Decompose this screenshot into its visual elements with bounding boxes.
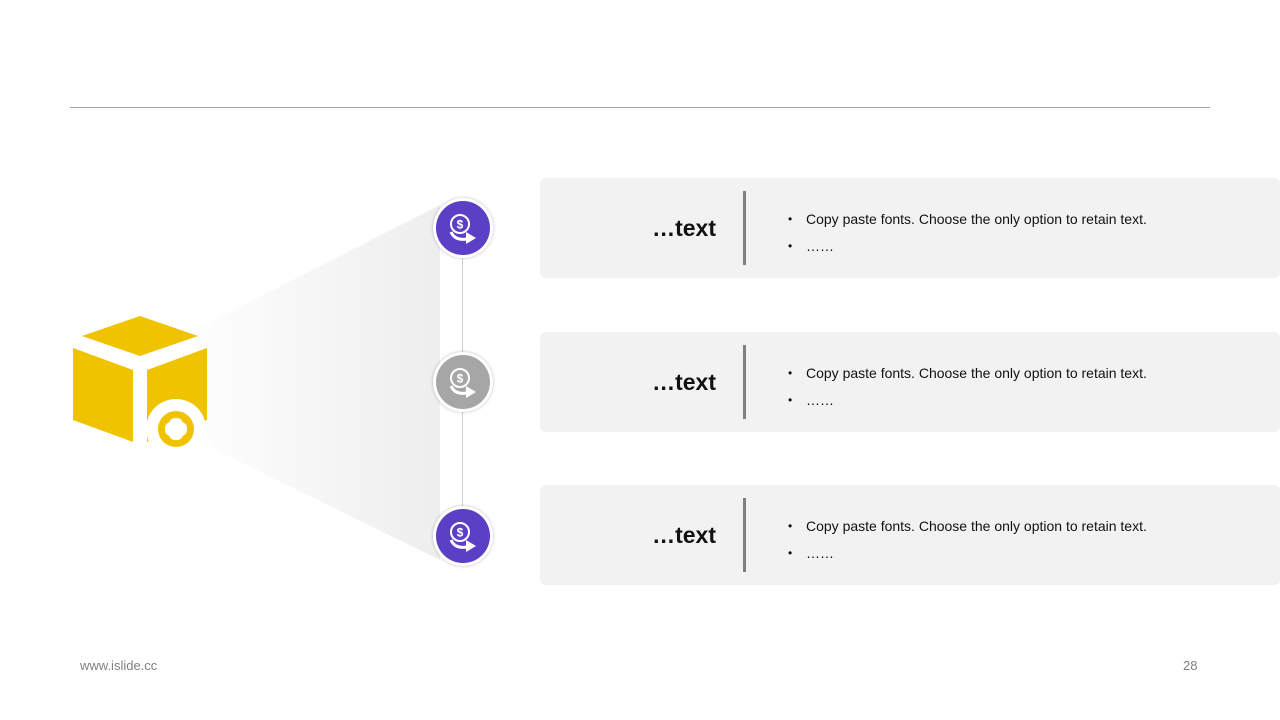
bullet-item: Copy paste fonts. Choose the only option… — [788, 360, 1147, 387]
item-title: …text — [652, 522, 716, 548]
item-title: …text — [652, 215, 716, 241]
node-1: $ — [433, 198, 493, 258]
svg-text:$: $ — [457, 372, 464, 386]
page-number: 28 — [1183, 658, 1198, 673]
top-divider — [70, 107, 1210, 108]
coin-exchange-icon: $ — [449, 214, 476, 244]
item-divider — [743, 345, 746, 419]
bullet-item: Copy paste fonts. Choose the only option… — [788, 206, 1147, 233]
node-1-fill: $ — [436, 201, 490, 255]
bullet-item: …… — [788, 233, 1147, 260]
item-title: …text — [652, 369, 716, 395]
item-divider — [743, 498, 746, 572]
item-bullet-list: Copy paste fonts. Choose the only option… — [788, 360, 1147, 414]
node-3-fill: $ — [436, 509, 490, 563]
item-card-1: …text Copy paste fonts. Choose the only … — [540, 178, 1280, 278]
box-plus-icon — [73, 316, 207, 457]
bullet-item: …… — [788, 387, 1147, 414]
item-card-2: …text Copy paste fonts. Choose the only … — [540, 332, 1280, 432]
item-card-3: …text Copy paste fonts. Choose the only … — [540, 485, 1280, 585]
svg-text:$: $ — [457, 526, 464, 540]
bullet-item: …… — [788, 540, 1147, 567]
svg-text:$: $ — [457, 218, 464, 232]
item-bullet-list: Copy paste fonts. Choose the only option… — [788, 206, 1147, 260]
node-2: $ — [433, 352, 493, 412]
coin-exchange-icon: $ — [449, 522, 476, 552]
node-3: $ — [433, 506, 493, 566]
item-bullet-list: Copy paste fonts. Choose the only option… — [788, 513, 1147, 567]
bullet-item: Copy paste fonts. Choose the only option… — [788, 513, 1147, 540]
node-2-fill: $ — [436, 355, 490, 409]
coin-exchange-icon: $ — [449, 368, 476, 398]
footer-website: www.islide.cc — [80, 658, 158, 673]
item-divider — [743, 191, 746, 265]
